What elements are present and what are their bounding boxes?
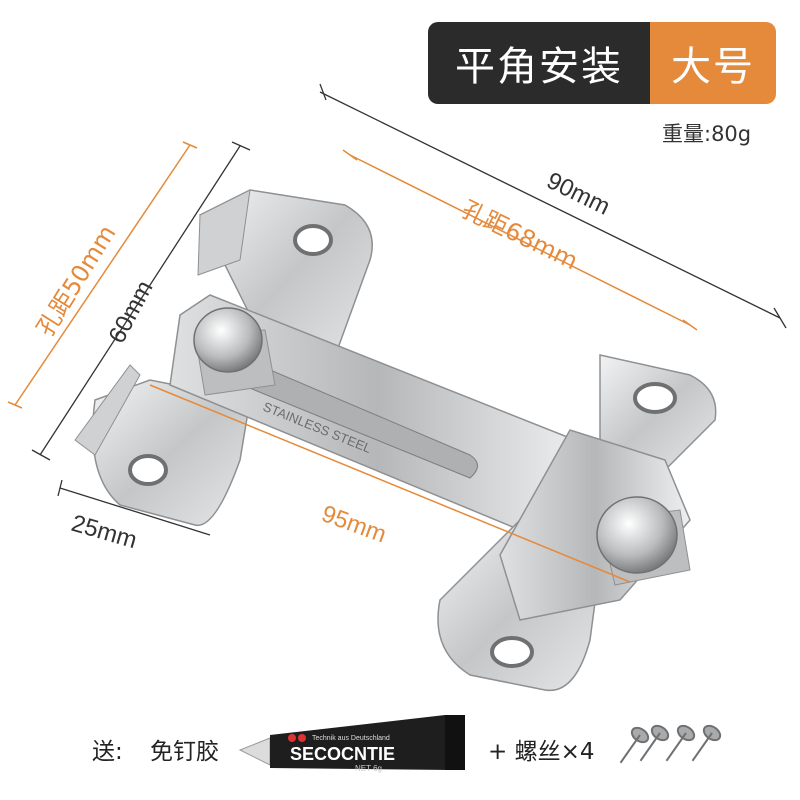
screws-label: + 螺丝×4 [488,739,595,765]
badge-size: 大号 [650,22,776,104]
glue-label: 免钉胶 [150,739,219,765]
gift-label: 送: [92,739,123,765]
left-plate [74,189,373,526]
install-type-badge: 平角安装 大号 [428,22,776,104]
knob-lower [596,496,691,586]
hole-span-vertical-label: 孔距50mm [31,220,121,341]
hole-span-horizontal-label: 孔距68mm [457,195,582,275]
screw-hole [293,224,333,256]
tube-subtitle: Technik aus Deutschland [312,735,390,742]
knob-upper [193,307,276,396]
screw-hole [128,454,168,486]
latch-bar: STAINLESS STEEL [169,294,586,531]
dimension-lines [31,83,787,536]
screw-hole [490,636,534,668]
badge-mode: 平角安装 [428,22,650,104]
weight-label: 重量:80g [662,122,752,146]
tube-brand: SECOCNTIE [290,744,395,764]
tube-net: NET 6g [355,764,382,773]
width-total-label: 90mm [542,167,614,221]
screws-icon [619,724,722,764]
height-total-label: 60mm [103,276,158,348]
screw-hole [633,382,677,414]
hole-span-lines [7,141,698,583]
plate-width-label: 25mm [68,510,140,554]
glue-tube-icon: Technik aus Deutschland SECOCNTIE NET 6g [238,715,465,773]
bar-length-label: 95mm [318,500,390,548]
